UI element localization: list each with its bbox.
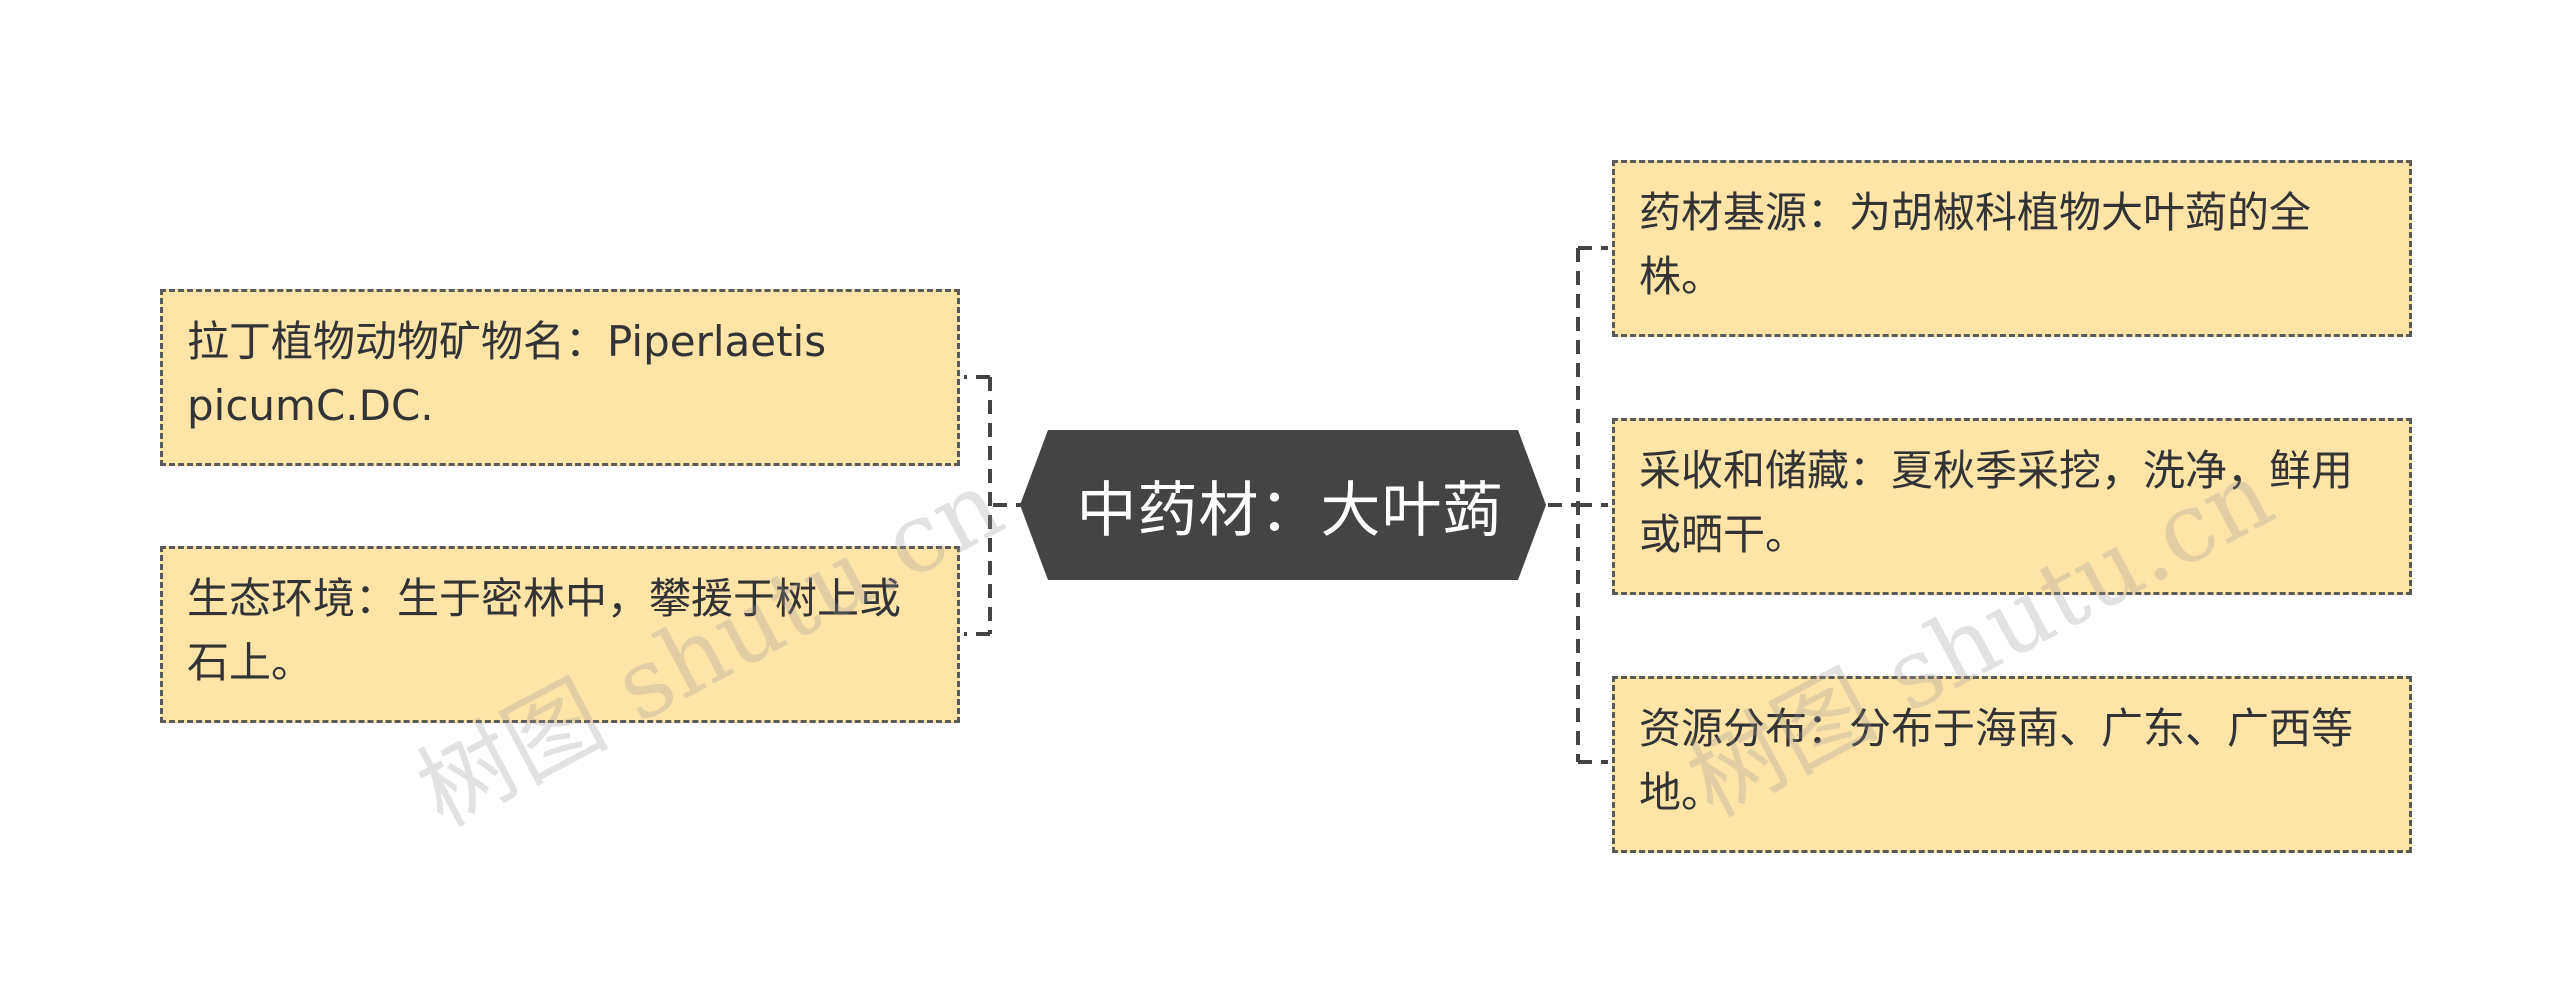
- topic-latin-name-text: 拉丁植物动物矿物名：Piperlaetis picumC.DC.: [187, 317, 827, 430]
- topic-distribution[interactable]: 资源分布：分布于海南、广东、广西等地。: [1612, 676, 2412, 853]
- topic-habitat[interactable]: 生态环境：生于密林中，攀援于树上或石上。: [160, 546, 960, 723]
- center-node[interactable]: [1020, 430, 1546, 580]
- topic-harvest-storage-text: 采收和储藏：夏秋季采挖，洗净，鲜用或晒干。: [1639, 446, 2354, 559]
- topic-harvest-storage[interactable]: 采收和储藏：夏秋季采挖，洗净，鲜用或晒干。: [1612, 418, 2412, 595]
- topic-habitat-text: 生态环境：生于密林中，攀援于树上或石上。: [187, 574, 902, 687]
- topic-distribution-text: 资源分布：分布于海南、广东、广西等地。: [1639, 704, 2354, 817]
- connector-right: [1548, 246, 1608, 764]
- topic-source[interactable]: 药材基源：为胡椒科植物大叶蒟的全株。: [1612, 160, 2412, 337]
- center-node-label[interactable]: 中药材：大叶蒟: [1076, 475, 1504, 546]
- connector-left: [964, 375, 1030, 636]
- topic-latin-name[interactable]: 拉丁植物动物矿物名：Piperlaetis picumC.DC.: [160, 289, 960, 466]
- topic-source-text: 药材基源：为胡椒科植物大叶蒟的全株。: [1639, 188, 2312, 301]
